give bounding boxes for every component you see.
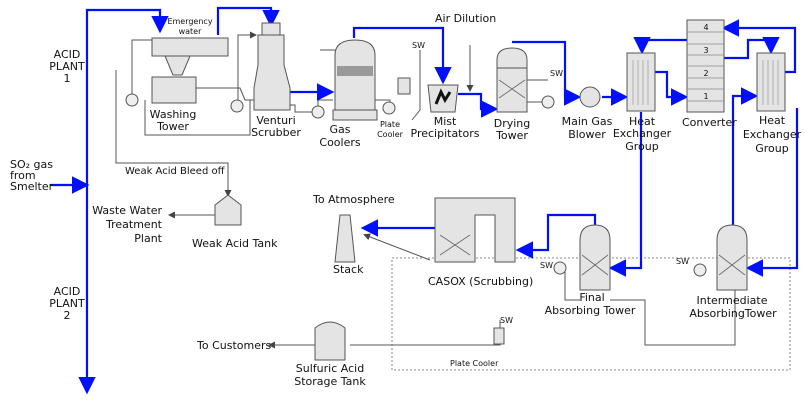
pumps[interactable] (125, 93, 707, 277)
washing-tower[interactable] (151, 37, 229, 104)
weak-acid-tank-label: Weak Acid Tank (192, 237, 278, 250)
plate-cooler-2-label: Plate Cooler (450, 359, 499, 368)
sw-label-1: SW (412, 41, 425, 50)
converter[interactable] (686, 19, 725, 113)
gas-coolers[interactable] (332, 39, 378, 121)
air-dilution-label: Air Dilution (435, 12, 496, 25)
heat-exchanger-1[interactable] (626, 52, 656, 112)
sw-label-5: SW (500, 316, 513, 325)
sw-label-4: SW (676, 257, 689, 266)
venturi-scrubber[interactable] (253, 22, 291, 111)
intermediate-absorbing-tower[interactable] (716, 224, 748, 291)
bed-2: 2 (703, 69, 708, 78)
bed-1: 1 (703, 92, 708, 101)
converter-label: Converter (682, 116, 737, 129)
heat-exchanger-2[interactable] (756, 52, 786, 112)
weak-acid-tank[interactable] (214, 194, 242, 226)
gas-lines (50, 6, 799, 395)
stack[interactable] (334, 214, 356, 263)
plate-cooler-2[interactable] (493, 327, 505, 345)
converter-bed-labels: 4 3 2 1 (703, 23, 708, 101)
casox-label: CASOX (Scrubbing) (428, 275, 533, 288)
casox-scrubber[interactable] (434, 197, 516, 263)
final-absorbing-tower[interactable] (579, 224, 611, 291)
mist-precipitators[interactable] (427, 84, 459, 113)
to-atmosphere-label: To Atmosphere (312, 193, 395, 206)
drying-tower[interactable] (496, 47, 528, 113)
weak-acid-bleed-label: Weak Acid Bleed off (125, 166, 226, 177)
sw-label-2: SW (550, 69, 563, 78)
plate-cooler-1[interactable] (397, 77, 411, 95)
sulfuric-acid-storage-tank[interactable] (314, 321, 346, 361)
bed-3: 3 (703, 46, 708, 55)
stack-label: Stack (333, 263, 364, 276)
sw-label-3: SW (540, 261, 553, 270)
to-customers-label: To Customers (196, 339, 272, 352)
main-gas-blower[interactable] (579, 86, 601, 108)
bed-4: 4 (703, 23, 708, 32)
